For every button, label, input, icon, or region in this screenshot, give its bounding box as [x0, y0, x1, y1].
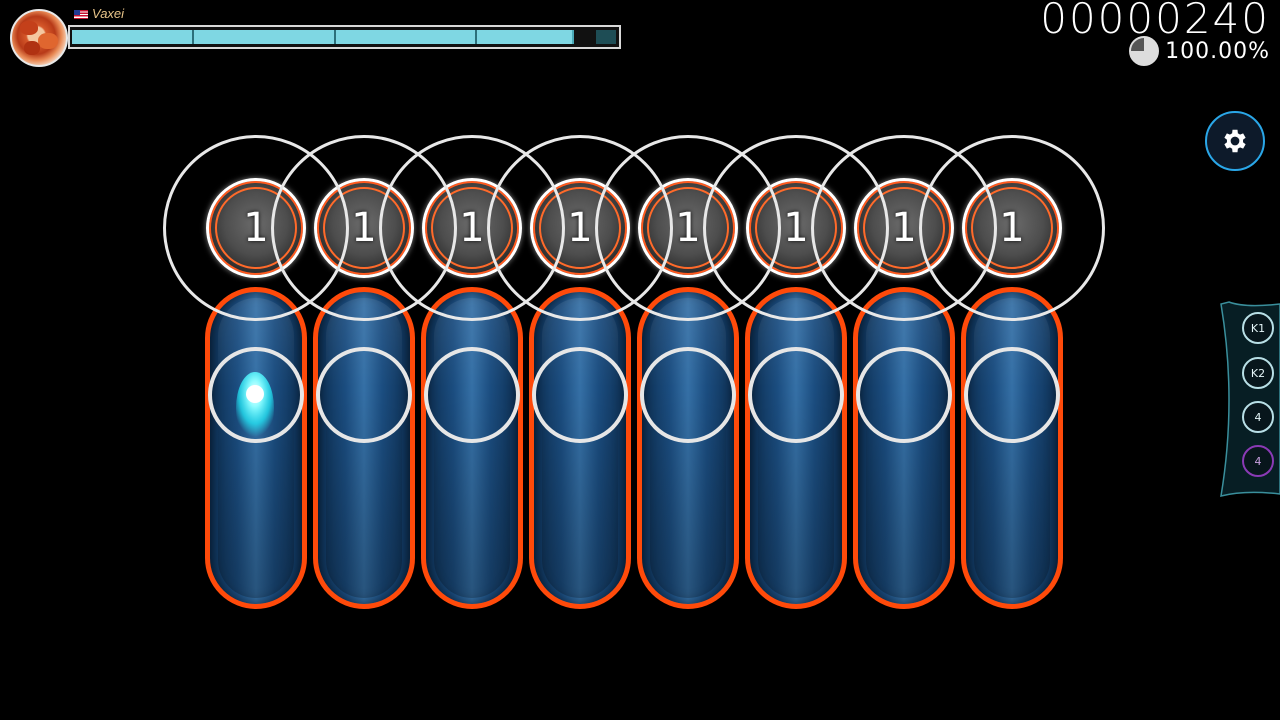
slider-shine: [326, 298, 402, 598]
approach-circle: [919, 135, 1105, 321]
slider-body[interactable]: [961, 287, 1063, 609]
key-k1: K1: [1242, 312, 1274, 344]
health-bar-segment: [334, 30, 336, 44]
score-counter: 00000240: [1040, 0, 1270, 43]
slider-body[interactable]: [205, 287, 307, 609]
health-bar-segment: [192, 30, 194, 44]
key-m1: 4: [1242, 401, 1274, 433]
slider-shine: [218, 298, 294, 598]
health-bar-segment: [475, 30, 477, 44]
slider-body[interactable]: [421, 287, 523, 609]
key-m2: 4: [1242, 445, 1274, 477]
slider-body[interactable]: [637, 287, 739, 609]
player-name: Vaxei: [92, 6, 125, 21]
pie-progress-icon: [1129, 36, 1160, 66]
gear-icon: [1224, 129, 1246, 153]
health-bar: [68, 25, 621, 49]
slider-shine: [974, 298, 1050, 598]
key-k2: K2: [1242, 357, 1274, 389]
slider-end-ring: [208, 347, 304, 443]
slider-end-ring: [316, 347, 412, 443]
slider-end-ring: [532, 347, 628, 443]
slider-end-ring: [964, 347, 1060, 443]
key-overlay: K1 K2 4 4: [1215, 300, 1280, 498]
slider-end-ring: [640, 347, 736, 443]
slider-end-ring: [856, 347, 952, 443]
us-flag-icon: [74, 10, 88, 19]
slider-shine: [650, 298, 726, 598]
player-avatar: [10, 9, 68, 67]
slider-shine: [434, 298, 510, 598]
slider-shine: [866, 298, 942, 598]
slider-body[interactable]: [745, 287, 847, 609]
health-bar-remaining: [596, 30, 616, 44]
slider-end-ring: [748, 347, 844, 443]
accuracy-value: 100.00%: [1165, 38, 1270, 64]
slider-shine: [542, 298, 618, 598]
slider-body[interactable]: [853, 287, 955, 609]
settings-button[interactable]: [1205, 111, 1265, 171]
slider-end-ring: [424, 347, 520, 443]
slider-shine: [758, 298, 834, 598]
accuracy-display: 100.00%: [1129, 36, 1270, 66]
slider-body[interactable]: [529, 287, 631, 609]
health-bar-fill: [72, 30, 574, 44]
slider-body[interactable]: [313, 287, 415, 609]
